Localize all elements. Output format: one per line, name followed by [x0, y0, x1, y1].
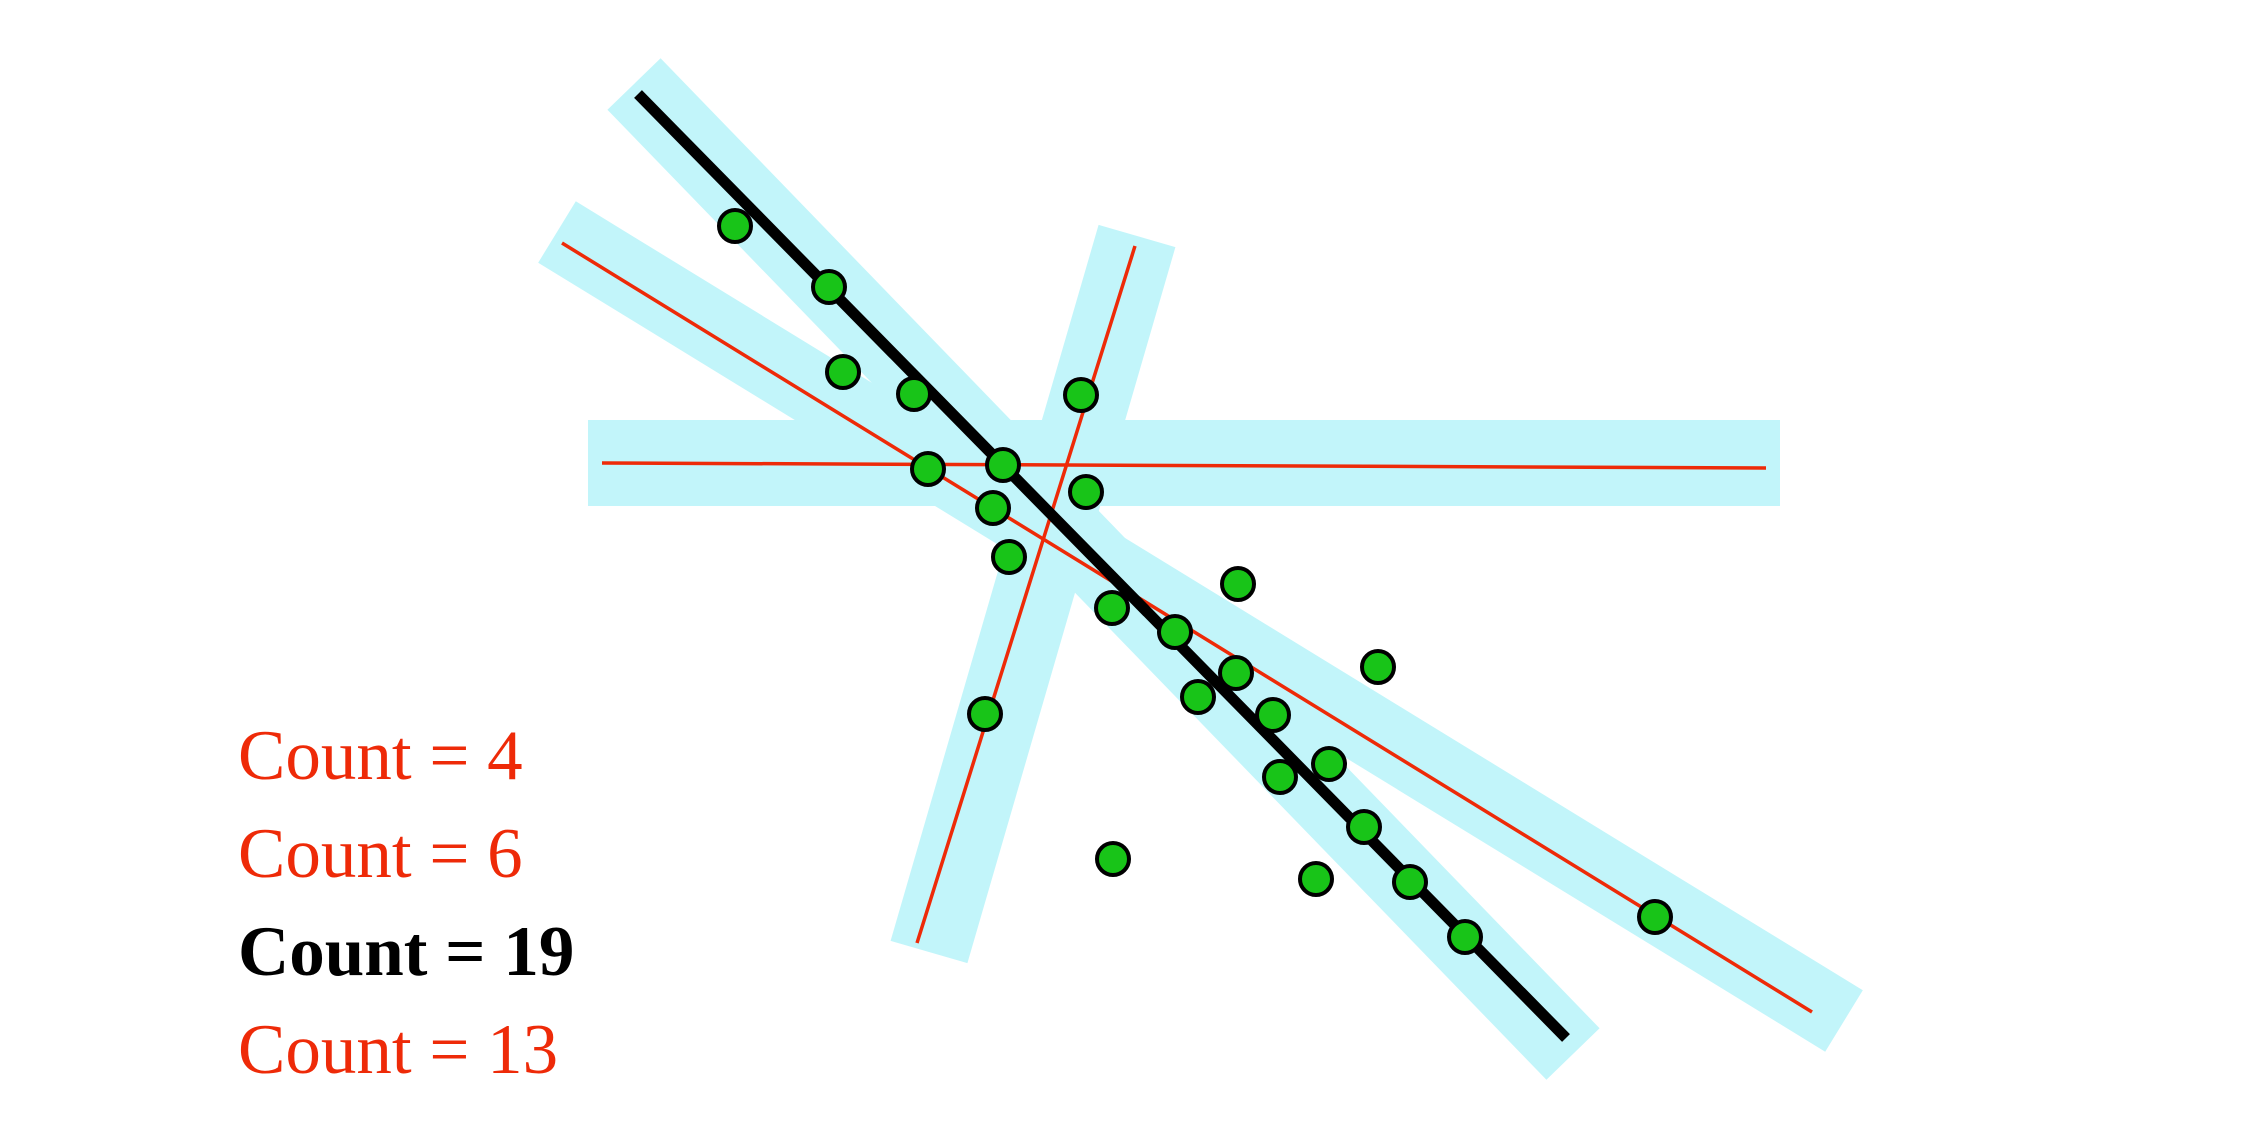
data-point [1218, 655, 1254, 691]
data-point [1447, 919, 1483, 955]
data-point [1220, 566, 1256, 602]
data-point [1255, 697, 1291, 733]
data-point [811, 269, 847, 305]
count-label-horizontal-line: Count = 6 [238, 815, 523, 893]
data-point [1262, 759, 1298, 795]
data-point [985, 447, 1021, 483]
data-point [1298, 861, 1334, 897]
data-point [1637, 899, 1673, 935]
data-points [717, 208, 1673, 955]
data-point [1063, 377, 1099, 413]
candidate-line-steep [915, 245, 1137, 944]
data-point [910, 451, 946, 487]
data-point [1392, 864, 1428, 900]
data-point [1311, 746, 1347, 782]
candidate-line-horizontal [601, 461, 1767, 470]
data-point [1360, 649, 1396, 685]
count-label-shallow-diagonal-line: Count = 13 [238, 1011, 559, 1089]
data-point [1068, 474, 1104, 510]
count-label-best-line: Count = 19 [238, 913, 575, 991]
data-point [825, 354, 861, 390]
data-point [967, 696, 1003, 732]
data-point [1180, 679, 1216, 715]
data-point [717, 208, 753, 244]
data-point [1157, 614, 1193, 650]
data-point [975, 490, 1011, 526]
data-point [1095, 841, 1131, 877]
data-point [896, 376, 932, 412]
data-point [1346, 809, 1382, 845]
data-point [1094, 590, 1130, 626]
count-label-steep-line: Count = 4 [238, 717, 523, 795]
data-point [991, 539, 1027, 575]
